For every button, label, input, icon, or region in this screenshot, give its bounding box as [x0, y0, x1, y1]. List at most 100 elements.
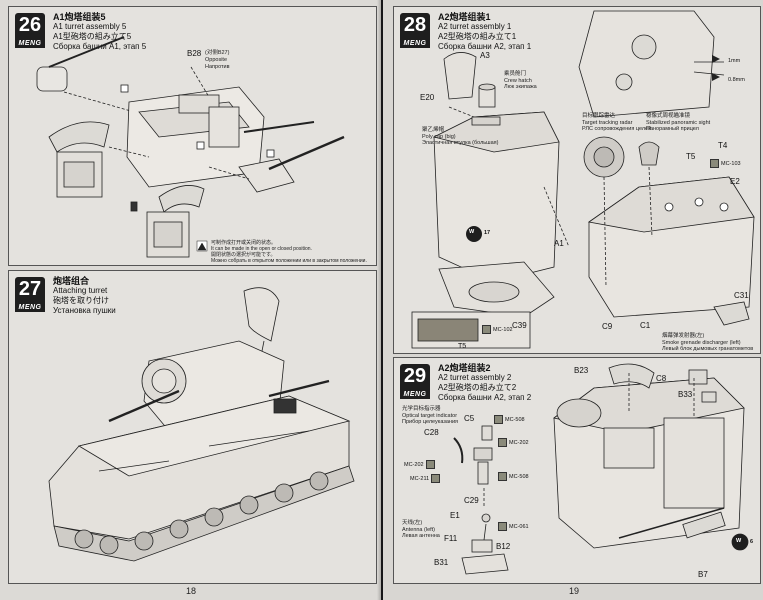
- paint-mc202b: MC-202: [404, 460, 437, 469]
- paint-swatch-icon: [431, 474, 441, 483]
- title-en: Attaching turret: [53, 286, 108, 295]
- note-ru: Панорамный прицел: [646, 126, 699, 132]
- label-b12: B12: [496, 542, 511, 551]
- book-spine: [377, 0, 387, 600]
- step-number: 29: [400, 364, 430, 390]
- label-t4: T4: [718, 141, 728, 150]
- step-28-panel: 28 MENG A2炮塔组装1 A2 turret assembly 1 A2型…: [393, 6, 761, 354]
- note-en: Smoke grenade discharger (left): [662, 339, 741, 346]
- paint-code: MC-508: [505, 416, 525, 423]
- title-en: A2 turret assembly 1: [438, 22, 512, 31]
- paint-code: MC-202: [509, 439, 529, 446]
- label-c8: C8: [656, 374, 667, 383]
- label-e2: E2: [730, 177, 740, 186]
- label-b31: B31: [434, 558, 449, 567]
- crew-hatch-note: 乘员舱门 Crew hatch Люк экипажа: [504, 71, 537, 91]
- label-b7: B7: [698, 570, 708, 579]
- title-cn: A1炮塔组装5: [53, 12, 106, 22]
- note-cn: 光学目标指示器: [402, 406, 441, 412]
- paint-mc211: MC-211: [410, 474, 442, 483]
- title-en: A1 turret assembly 5: [53, 22, 127, 31]
- note-jp: 開閉状態の選択が可能です。: [211, 252, 276, 258]
- title-jp: A1型砲塔の組み立て5: [53, 32, 132, 41]
- label-e1: E1: [450, 511, 460, 520]
- label-c9: C9: [602, 322, 613, 331]
- note-cn: 烟幕弹发射器(左): [662, 333, 705, 339]
- note-ru: Можно собрать в открытом положении или в…: [211, 258, 367, 264]
- antenna-note: 天线(左) Antenna (left) Левая антенна: [402, 520, 440, 540]
- step-28-drawing: [411, 10, 755, 349]
- part-label-b28: B28: [187, 49, 202, 58]
- note-ru: Эластичная втулка (большая): [422, 140, 499, 146]
- paint-code: MC-202: [404, 461, 424, 468]
- title-jp: 砲塔を取り付け: [53, 296, 109, 305]
- title-ru: Сборка башни A2, этап 2: [438, 393, 532, 402]
- manual-page-right: 28 MENG A2炮塔组装1 A2 turret assembly 1 A2型…: [383, 0, 763, 600]
- title-jp: A2型砲塔の組み立て2: [438, 383, 517, 392]
- note-cn: 聚乙烯帽: [422, 127, 445, 133]
- tank-assembly-drawing: [48, 287, 355, 562]
- paint-swatch-icon: [710, 159, 719, 168]
- label-f11: F11: [444, 534, 458, 543]
- paint-mc061: MC-061: [498, 522, 529, 531]
- label-e20: E20: [420, 93, 435, 102]
- label-c28: C28: [424, 428, 439, 437]
- step-number: 26: [15, 13, 45, 39]
- dim-08mm: 0.8mm: [728, 77, 745, 83]
- poly-cap-note: 聚乙烯帽 Poly cap (big) Эластичная втулка (б…: [422, 127, 498, 147]
- note-cn: 稳像式周视瞄准镜: [646, 113, 691, 119]
- note-cn: 目标跟踪雷达: [582, 113, 616, 119]
- optical-indicator-note: 光学目标指示器 Optical target indicator Прибор …: [402, 406, 458, 426]
- paint-mc102: MC-102: [482, 325, 513, 334]
- title-cn: A2炮塔组装1: [438, 12, 491, 22]
- brand-logo: MENG: [400, 390, 430, 399]
- label-c39: C39: [512, 321, 527, 330]
- note-en: It can be made in the open or closed pos…: [211, 246, 312, 252]
- paint-swatch-icon: [482, 325, 491, 334]
- title-cn: A2炮塔组装2: [438, 363, 491, 373]
- label-a1: A1: [554, 239, 564, 248]
- label-t5: T5: [686, 152, 696, 161]
- paint-mc508b: MC-508: [498, 472, 529, 481]
- title-en: A2 turret assembly 2: [438, 373, 512, 382]
- paint-code: MC-102: [493, 326, 513, 333]
- paint-code: MC-103: [721, 160, 741, 167]
- label-b33: B33: [678, 390, 693, 399]
- paint-swatch-icon: [425, 460, 435, 469]
- glue-count: 17: [484, 230, 491, 236]
- brand-logo: MENG: [15, 39, 45, 48]
- page-number-left: 18: [186, 586, 197, 596]
- note-en: Poly cap (big): [422, 133, 456, 140]
- note-en: Crew hatch: [504, 77, 532, 84]
- note-ru: Левый блок дымовых гранатометов: [662, 346, 754, 352]
- paint-swatch-icon: [498, 438, 507, 447]
- target-radar-note: 目标跟踪雷达 Target tracking radar РЛС сопрово…: [582, 113, 651, 133]
- title-ru: Установка пушки: [53, 306, 116, 315]
- sight-note: 稳像式周视瞄准镜 Stabilized panoramic sight Пано…: [646, 113, 710, 133]
- step-title: A2炮塔组装1 A2 turret assembly 1 A2型砲塔の組み立て1…: [438, 12, 531, 52]
- label-t5-box: T5: [458, 343, 467, 350]
- part-note-en: Opposite: [205, 57, 228, 63]
- step-number: 27: [15, 277, 45, 303]
- label-a3: A3: [480, 51, 490, 60]
- note-ru: РЛС сопровождения целей: [582, 126, 652, 132]
- step-26-panel: 26 MENG A1炮塔组装5 A1 turret assembly 5 A1型…: [8, 6, 377, 266]
- paint-mc103: MC-103: [710, 159, 741, 168]
- label-c5: C5: [464, 414, 475, 423]
- dim-1mm: 1mm: [728, 58, 741, 64]
- paint-code: MC-211: [410, 475, 430, 482]
- step-29-drawing: [453, 363, 749, 575]
- paint-swatch-icon: [494, 415, 503, 424]
- smoke-discharger-note: 烟幕弹发射器(左) Smoke grenade discharger (left…: [662, 333, 753, 353]
- paint-code: MC-061: [509, 523, 529, 530]
- brand-logo: MENG: [15, 303, 45, 312]
- part-note-ru: Напротив: [205, 64, 230, 70]
- hatch-marking: [273, 398, 297, 414]
- glue-icon: W: [469, 229, 475, 235]
- note-cn: 可制作成打开或关闭的状态。: [211, 240, 277, 246]
- note-cn: 乘员舱门: [504, 71, 527, 77]
- paint-swatch-icon: [498, 472, 507, 481]
- note-en: Antenna (left): [402, 526, 436, 533]
- part-note-cn: (对侧B27): [205, 50, 230, 56]
- label-c31: C31: [734, 291, 749, 300]
